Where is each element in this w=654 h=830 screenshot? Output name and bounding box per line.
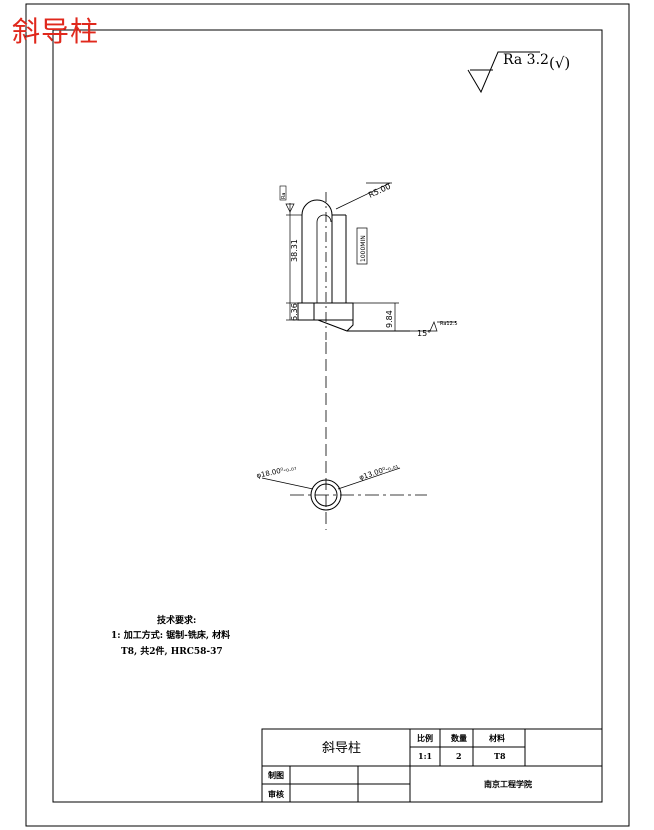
title-block-header-scale: 比例 bbox=[417, 733, 433, 743]
dim-left-lower: 6.36 bbox=[290, 303, 299, 321]
top-view bbox=[261, 467, 427, 511]
title-block-material: T8 bbox=[494, 751, 506, 761]
dim-length: 38.31 bbox=[290, 239, 299, 262]
title-block bbox=[261, 728, 603, 803]
dim-roughness-top: Ra bbox=[281, 193, 287, 199]
title-block-name: 斜导柱 bbox=[322, 741, 362, 756]
title-block-header-material: 材料 bbox=[489, 733, 505, 743]
title-block-header-qty: 数量 bbox=[451, 733, 467, 743]
tech-req-title: 技术要求: bbox=[157, 616, 197, 626]
title-block-school: 南京工程学院 bbox=[484, 779, 532, 789]
dim-dia-outer: φ18.00⁰-₀.₀₇ bbox=[256, 464, 298, 480]
tech-req-line2: T8, 共2件, HRC58-37 bbox=[121, 647, 223, 657]
title-block-drawn: 制图 bbox=[268, 770, 284, 780]
front-view bbox=[279, 182, 456, 340]
roughness-other-symbol: (√) bbox=[549, 54, 571, 72]
inner-frame bbox=[52, 29, 603, 803]
dim-angle: 15° bbox=[417, 329, 431, 338]
title-block-qty: 2 bbox=[456, 751, 462, 761]
tech-req-line1: 1: 加工方式: 锯制-铣床, 材料 bbox=[111, 631, 231, 641]
dim-length-tag: 1000MIN bbox=[360, 235, 367, 262]
outer-frame bbox=[25, 3, 630, 827]
drawing-title: 斜导柱 bbox=[12, 15, 100, 48]
dim-radius: R5.00 bbox=[367, 182, 392, 200]
roughness-label: Ra 3.2 bbox=[503, 52, 549, 68]
title-block-scale: 1:1 bbox=[418, 751, 433, 761]
title-block-checked: 审核 bbox=[268, 789, 284, 799]
dim-dia-inner: φ13.00⁰-₀.₀₁ bbox=[358, 462, 399, 482]
dim-right-lower: 9.84 bbox=[385, 310, 394, 328]
roughness-symbol bbox=[467, 51, 540, 94]
dim-roughness-side: Ra12.5 bbox=[440, 321, 458, 327]
